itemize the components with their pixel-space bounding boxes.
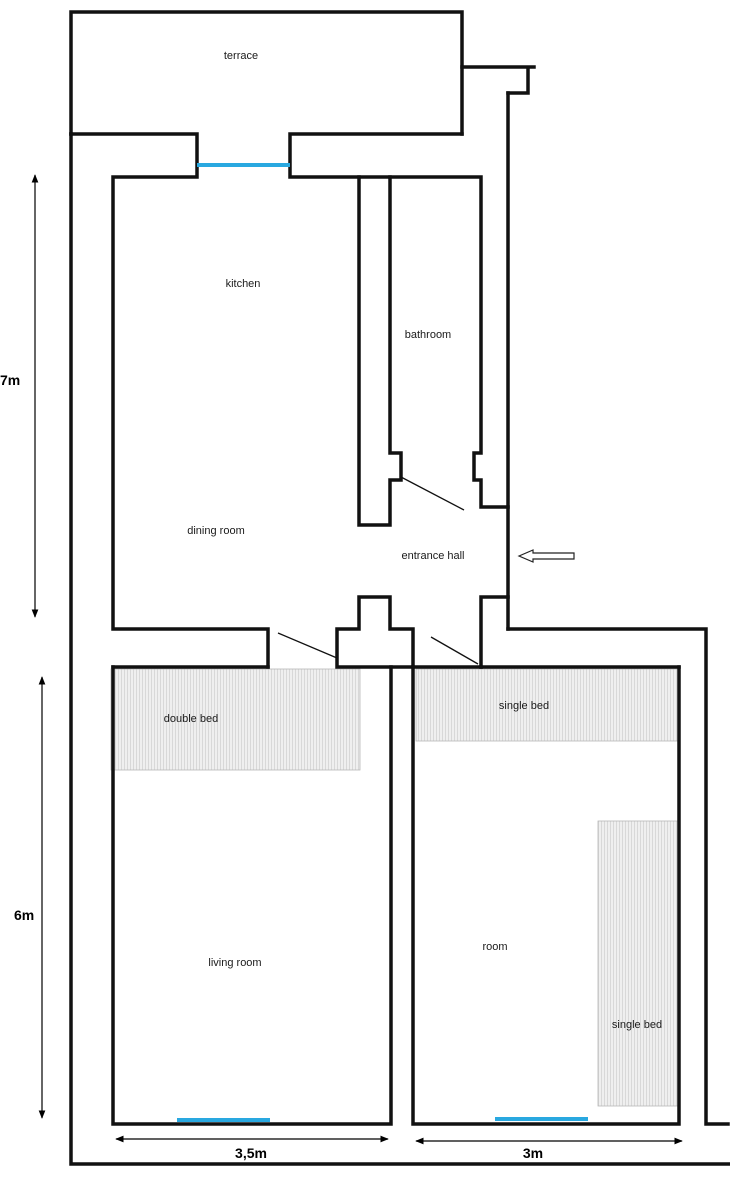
label-dining-room: dining room	[187, 525, 244, 537]
bathroom-wall-right	[388, 175, 510, 509]
terrace-wall-right-stub	[460, 65, 536, 95]
dimension-right-width: 3m	[523, 1145, 543, 1161]
entrance-arrow-icon	[517, 549, 575, 563]
label-single-bed-side: single bed	[612, 1019, 662, 1031]
living-room-wall	[111, 665, 393, 1126]
outer-wall-right-lower	[506, 627, 730, 1126]
label-terrace: terrace	[224, 50, 258, 62]
door-swing-room	[430, 636, 479, 665]
dimension-lower-height: 6m	[14, 907, 34, 923]
door-swing-bathroom	[400, 476, 465, 511]
terrace-wall	[69, 10, 464, 136]
double-bed	[110, 668, 361, 771]
door-swing-living-room	[277, 632, 338, 659]
label-kitchen: kitchen	[226, 278, 261, 290]
kitchen-wall-top-right	[288, 132, 464, 179]
room-wall	[411, 665, 681, 1126]
dimension-upper-height: 7m	[0, 372, 20, 388]
kitchen-wall-top-left	[69, 132, 270, 669]
outer-wall	[69, 132, 730, 1166]
bathroom-partition-left	[357, 175, 403, 527]
label-single-bed-top: single bed	[499, 700, 549, 712]
central-pillar	[335, 595, 415, 669]
label-entrance-hall: entrance hall	[402, 550, 465, 562]
label-room: room	[482, 941, 507, 953]
dimension-left-width: 3,5m	[235, 1145, 267, 1161]
single-bed-top	[415, 668, 679, 742]
label-living-room: living room	[208, 957, 261, 969]
single-bed-side	[597, 820, 679, 1107]
label-bathroom: bathroom	[405, 329, 451, 341]
label-double-bed: double bed	[164, 713, 218, 725]
door-jamb-right	[479, 595, 510, 669]
